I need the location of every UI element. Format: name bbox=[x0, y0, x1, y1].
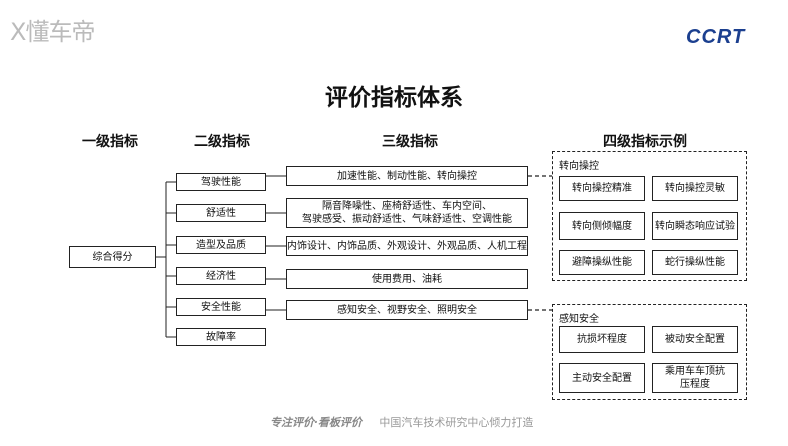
example-roof-crush: 乘用车车顶抗压程度 bbox=[652, 363, 738, 393]
level2-style: 造型及品质 bbox=[176, 236, 266, 254]
group-perception-label: 感知安全 bbox=[559, 314, 599, 325]
column-header-level4: 四级指标示例 bbox=[603, 134, 687, 150]
level3-drive: 加速性能、制动性能、转向操控 bbox=[286, 166, 528, 186]
example-slalom: 蛇行操纵性能 bbox=[652, 250, 738, 275]
group-steering bbox=[552, 151, 747, 281]
header-logo: X懂车帝 bbox=[10, 12, 95, 47]
level3-comfort: 隔音降噪性、座椅舒适性、车内空间、 驾驶感受、振动舒适性、气味舒适性、空调性能 bbox=[286, 198, 528, 228]
column-header-level1: 一级指标 bbox=[82, 134, 138, 150]
brand-text: CCRT bbox=[686, 26, 746, 48]
level2-failure: 故障率 bbox=[176, 328, 266, 346]
column-header-level3: 三级指标 bbox=[382, 134, 438, 150]
level3-comfort-line2: 驾驶感受、振动舒适性、气味舒适性、空调性能 bbox=[302, 214, 512, 225]
group-steering-label: 转向操控 bbox=[559, 161, 599, 172]
example-damage-resistance: 抗损坏程度 bbox=[559, 326, 645, 353]
example-transient-response: 转向瞬态响应试验 bbox=[652, 212, 738, 240]
level2-drive: 驾驶性能 bbox=[176, 173, 266, 191]
page-title: 评价指标体系 bbox=[325, 85, 463, 111]
ccrt-logo: CCRT bbox=[686, 26, 745, 49]
level2-safety: 安全性能 bbox=[176, 298, 266, 316]
watermark-text: X懂车帝 bbox=[10, 18, 95, 46]
group-perception-safety bbox=[552, 304, 747, 400]
example-avoidance: 避障操纵性能 bbox=[559, 250, 645, 275]
level2-economy: 经济性 bbox=[176, 267, 266, 285]
level3-comfort-line1: 隔音降噪性、座椅舒适性、车内空间、 bbox=[322, 201, 492, 212]
level2-comfort: 舒适性 bbox=[176, 204, 266, 222]
example-active-safety: 主动安全配置 bbox=[559, 363, 645, 393]
level3-style: 内饰设计、内饰品质、外观设计、外观品质、人机工程 bbox=[286, 236, 528, 256]
example-passive-safety: 被动安全配置 bbox=[652, 326, 738, 353]
level3-safety: 感知安全、视野安全、照明安全 bbox=[286, 300, 528, 320]
example-steering-sensitivity: 转向操控灵敏 bbox=[652, 176, 738, 201]
column-header-level2: 二级指标 bbox=[194, 134, 250, 150]
footer-slogan: 专注评价·看板评价 bbox=[270, 416, 362, 429]
example-steering-precision: 转向操控精准 bbox=[559, 176, 645, 201]
level1-box: 综合得分 bbox=[69, 246, 156, 268]
footer-note: 中国汽车技术研究中心倾力打造 bbox=[379, 416, 534, 429]
example-roll-amplitude: 转向侧倾幅度 bbox=[559, 212, 645, 240]
level3-economy: 使用费用、油耗 bbox=[286, 269, 528, 289]
footer: 专注评价·看板评价 中国汽车技术研究中心倾力打造 bbox=[270, 414, 533, 430]
